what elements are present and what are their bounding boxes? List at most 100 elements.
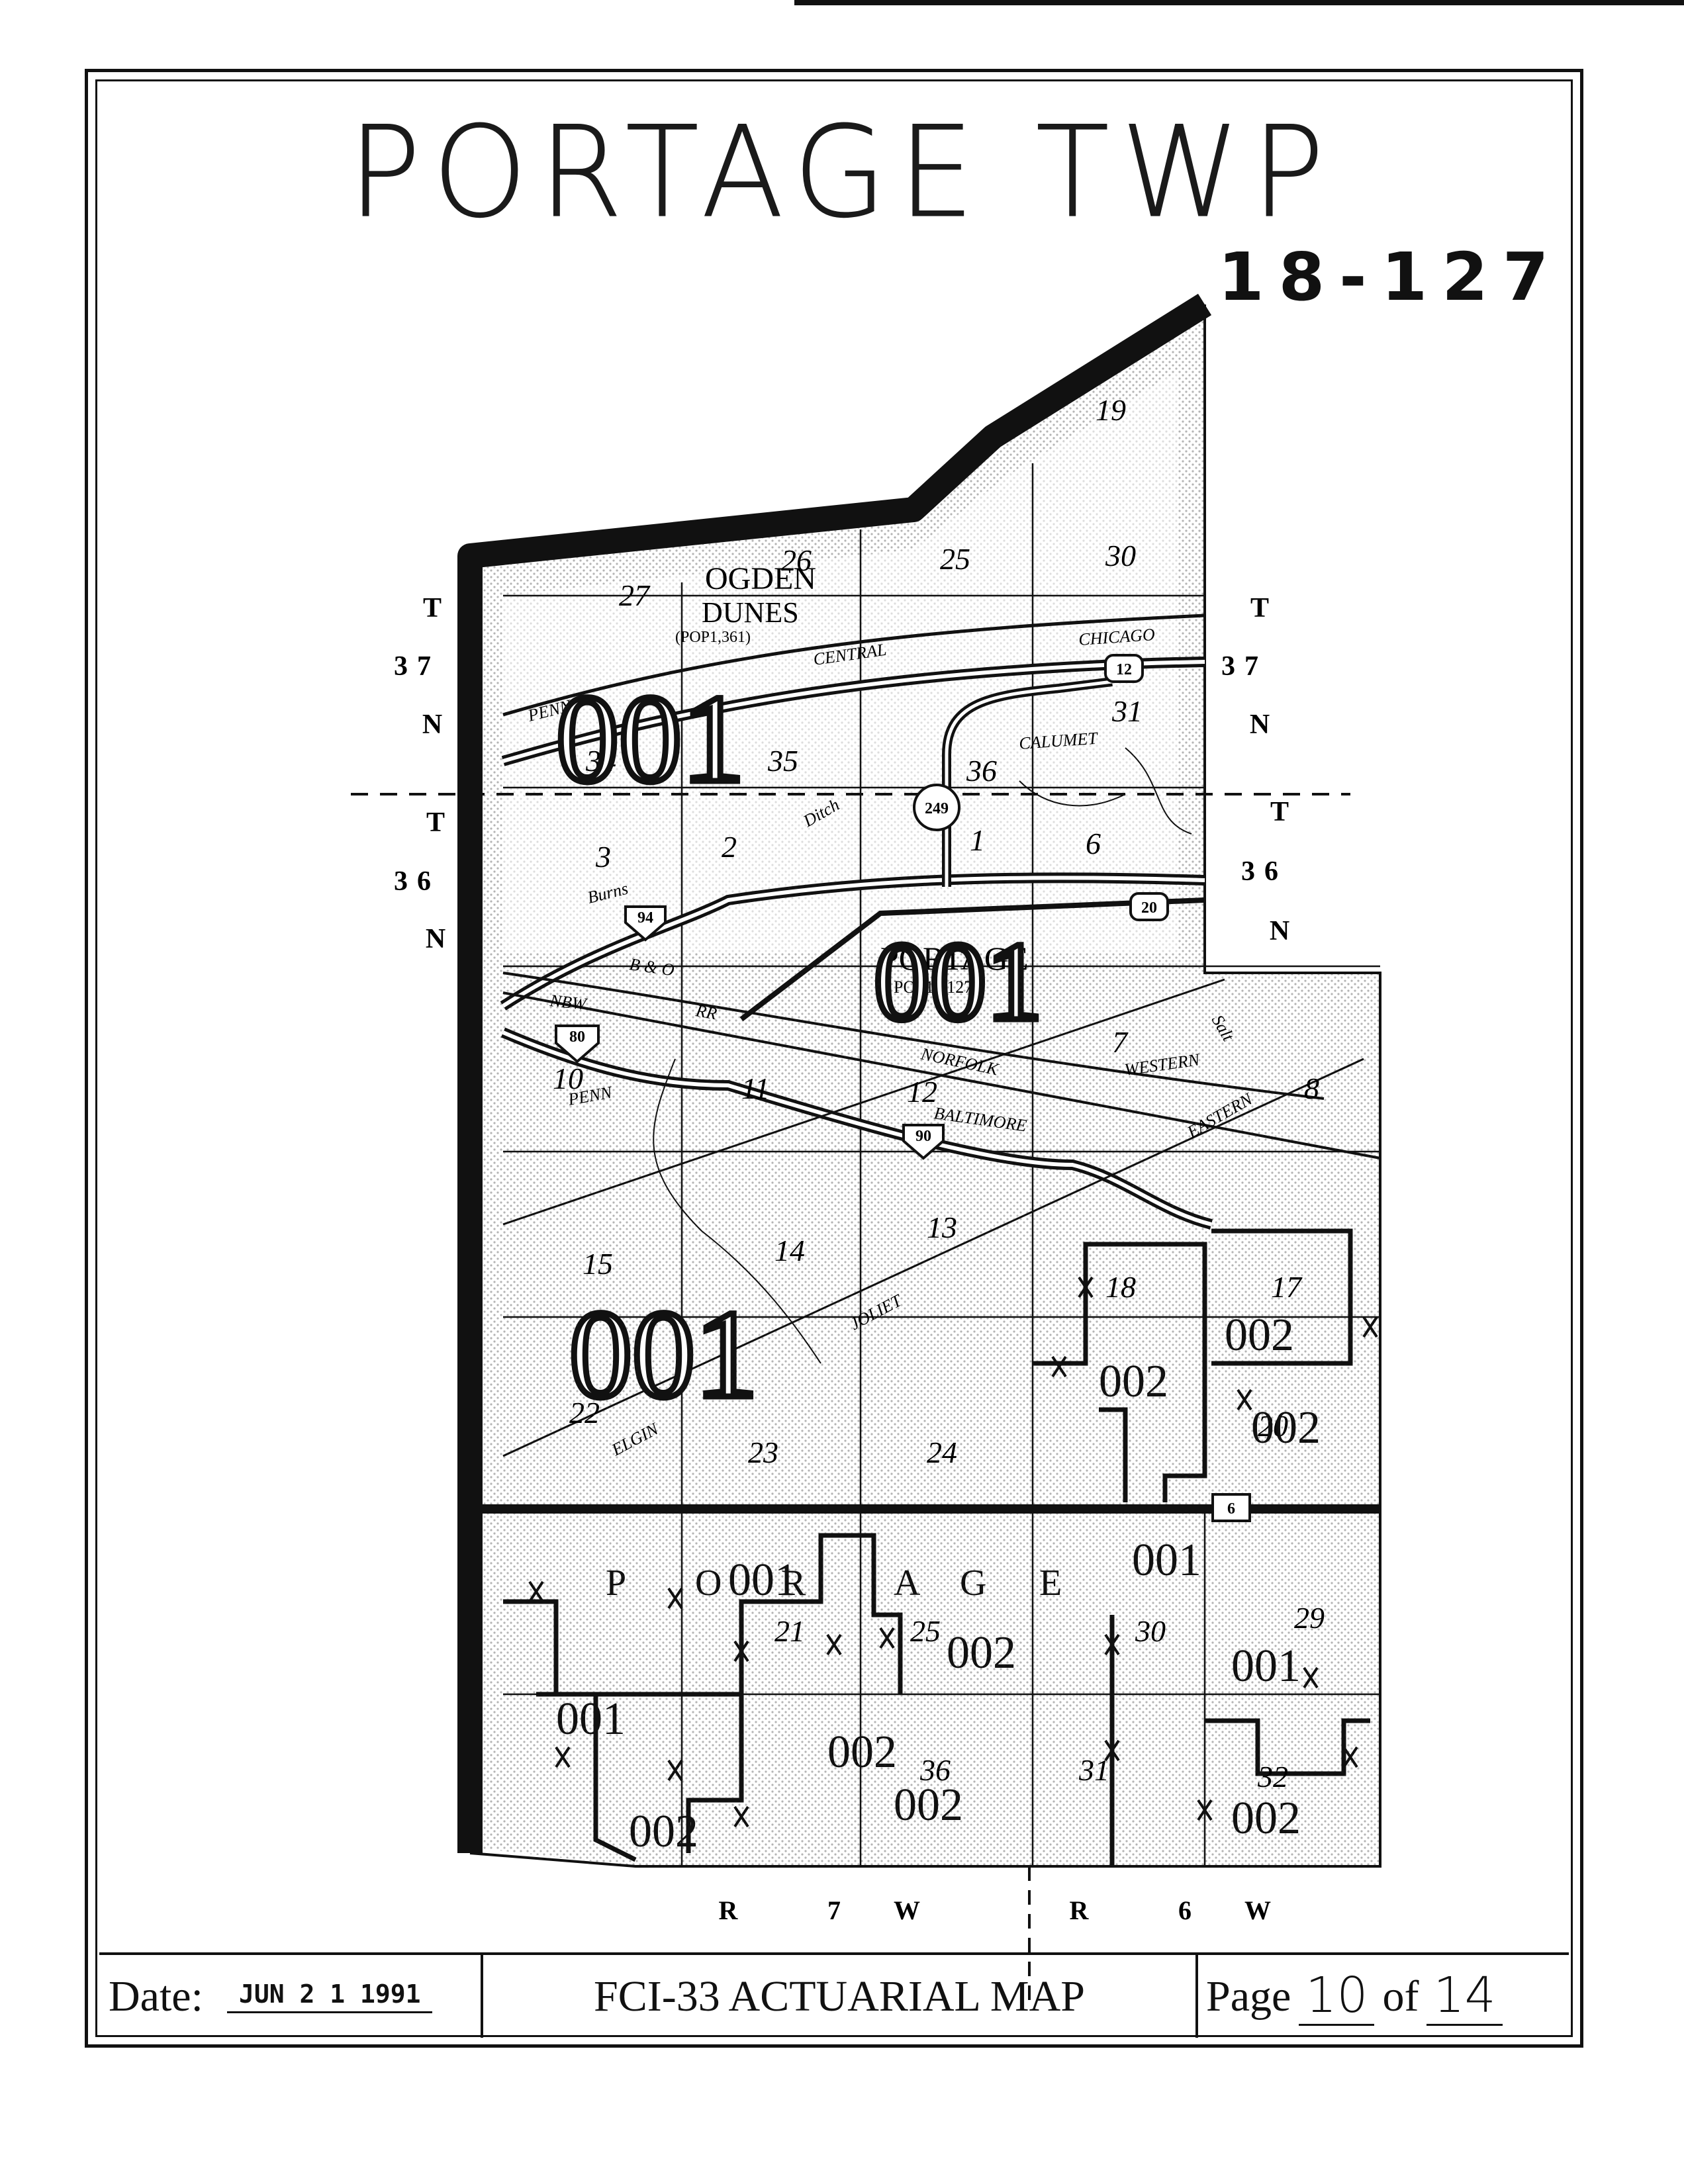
section-15: 15 xyxy=(583,1247,613,1281)
zone-002-sec18: 002 xyxy=(1099,1356,1168,1407)
section-26: 26 xyxy=(781,543,812,577)
footer-title-cell: FCI-33 ACTUARIAL MAP xyxy=(483,1955,1198,2038)
township-37n-n-right: N xyxy=(1250,709,1279,740)
overlay-letter-p: P xyxy=(606,1563,626,1604)
section-36-south: 36 xyxy=(919,1753,951,1787)
section-31-south: 31 xyxy=(1078,1753,1109,1787)
shield-6-number: 6 xyxy=(1227,1500,1235,1518)
map-number: 18-127 xyxy=(1218,238,1564,316)
page-total: 14 xyxy=(1427,1967,1503,2026)
section-12: 12 xyxy=(907,1075,937,1109)
highway-shields xyxy=(555,654,1251,1522)
section-2: 2 xyxy=(722,830,737,864)
place-labels: OGDEN DUNES (POP1,361) PORTAGE POP19,127… xyxy=(675,561,1029,997)
footer-date-cell: Date: JUN 2 1 1991 xyxy=(99,1955,483,2038)
shield-20-number: 20 xyxy=(1141,899,1157,917)
section-7: 7 xyxy=(1112,1025,1129,1059)
township-36n-num-right: 36 xyxy=(1241,856,1287,887)
label-rr-west: RR xyxy=(694,1001,718,1023)
overlay-letter-r: R xyxy=(781,1563,806,1604)
section-6: 6 xyxy=(1086,827,1101,860)
overlay-letter-o: O xyxy=(695,1563,722,1604)
place-portage-pop: POP19,127) xyxy=(894,978,978,997)
east-boundary xyxy=(469,304,1381,1868)
page-number: 10 xyxy=(1299,1967,1375,2026)
section-25-north: 25 xyxy=(940,542,970,576)
overlay-letter-a: A xyxy=(894,1563,921,1604)
range-labels: R 7 W R 6 W xyxy=(719,1895,1271,1925)
overlay-letter-e: E xyxy=(1039,1563,1062,1604)
zone-001-portage: 001 xyxy=(874,919,1043,1044)
scan-top-edge xyxy=(794,0,1684,5)
zone-002-sec32: 002 xyxy=(1231,1793,1301,1844)
section-36-north: 36 xyxy=(966,754,997,788)
section-34: 34 xyxy=(585,744,616,778)
township-labels: T 37 N T 37 N T 36 N T 36 N xyxy=(394,593,1298,954)
township-36n-num-left: 36 xyxy=(394,866,440,897)
zone-001-north: 001 xyxy=(556,670,745,809)
range-7w-r: R xyxy=(719,1895,739,1925)
section-23: 23 xyxy=(748,1435,778,1469)
township-37n-n-left: N xyxy=(422,709,451,740)
section-numbers: 27 26 25 30 19 34 35 36 31 3 2 1 6 10 11… xyxy=(553,393,1325,1794)
range-6w-w: W xyxy=(1244,1895,1271,1925)
section-32: 32 xyxy=(1257,1760,1288,1794)
section-10: 10 xyxy=(553,1062,583,1095)
township-36n-t-right: T xyxy=(1270,797,1298,827)
zone-codes-large: 001 001 001 xyxy=(553,667,1046,1428)
shield-90 xyxy=(902,1124,945,1160)
place-dunes: DUNES xyxy=(702,596,799,629)
section-18: 18 xyxy=(1105,1270,1136,1304)
section-24: 24 xyxy=(927,1435,957,1469)
section-30-north: 30 xyxy=(1105,539,1136,572)
shield-20 xyxy=(1129,892,1169,921)
section-17: 17 xyxy=(1271,1270,1303,1304)
section-22: 22 xyxy=(569,1396,600,1430)
township-36n-n-left: N xyxy=(426,924,455,954)
place-ogden-pop: (POP1,361) xyxy=(675,629,751,646)
map-title: PORTAGE TWP xyxy=(348,99,1336,246)
shield-249-number: 249 xyxy=(925,800,949,817)
label-nbw: NBW xyxy=(548,991,588,1014)
shield-249 xyxy=(913,784,960,831)
actuarial-map-title: FCI-33 ACTUARIAL MAP xyxy=(594,1972,1085,2021)
tract-boundary-x-marks xyxy=(528,1276,1378,1828)
township-37n-num-left: 37 xyxy=(394,651,440,682)
zone-001-sec27: 001 xyxy=(556,1694,626,1745)
overlay-letter-g: G xyxy=(960,1563,986,1604)
section-13: 13 xyxy=(927,1210,957,1244)
township-36n-t-left: T xyxy=(426,807,454,838)
section-11: 11 xyxy=(741,1071,770,1105)
zone-002-sec35: 002 xyxy=(629,1806,698,1857)
section-29: 29 xyxy=(1294,1601,1325,1635)
shield-12 xyxy=(1104,654,1144,683)
date-stamp: JUN 2 1 1991 xyxy=(226,1979,433,2013)
portage-overlay-letters: P O R A G E xyxy=(606,1563,1062,1604)
outer-border xyxy=(85,69,1583,2048)
transport-lines xyxy=(500,614,1381,1457)
place-ogden: OGDEN xyxy=(705,561,816,596)
section-25-south: 25 xyxy=(910,1614,941,1648)
of-label: of xyxy=(1382,1972,1419,2021)
section-20: 20 xyxy=(1258,1409,1288,1443)
zone-002-sec25: 002 xyxy=(947,1627,1016,1678)
page-label: Page xyxy=(1206,1972,1291,2021)
zone-001-center: 001 xyxy=(569,1285,758,1424)
section-27: 27 xyxy=(619,578,651,612)
section-31-north: 31 xyxy=(1111,694,1143,728)
section-35: 35 xyxy=(767,744,798,778)
highway-shield-numbers: 12 249 94 20 80 90 6 xyxy=(569,661,1235,1518)
section-21: 21 xyxy=(774,1614,805,1648)
township-37n-t-right: T xyxy=(1250,593,1278,623)
shield-80-number: 80 xyxy=(569,1028,585,1046)
township-37n-num-right: 37 xyxy=(1221,651,1268,682)
footer-page-cell: Page 10 of 14 xyxy=(1198,1955,1569,2038)
zone-002-tracts xyxy=(503,1228,1370,1866)
lakeshore-boundary xyxy=(457,293,1212,1853)
section-19-north: 19 xyxy=(1096,393,1126,427)
section-1: 1 xyxy=(970,823,985,857)
shield-90-number: 90 xyxy=(915,1128,931,1145)
map-footer: Date: JUN 2 1 1991 FCI-33 ACTUARIAL MAP … xyxy=(99,1952,1569,2038)
section-3: 3 xyxy=(595,840,611,874)
